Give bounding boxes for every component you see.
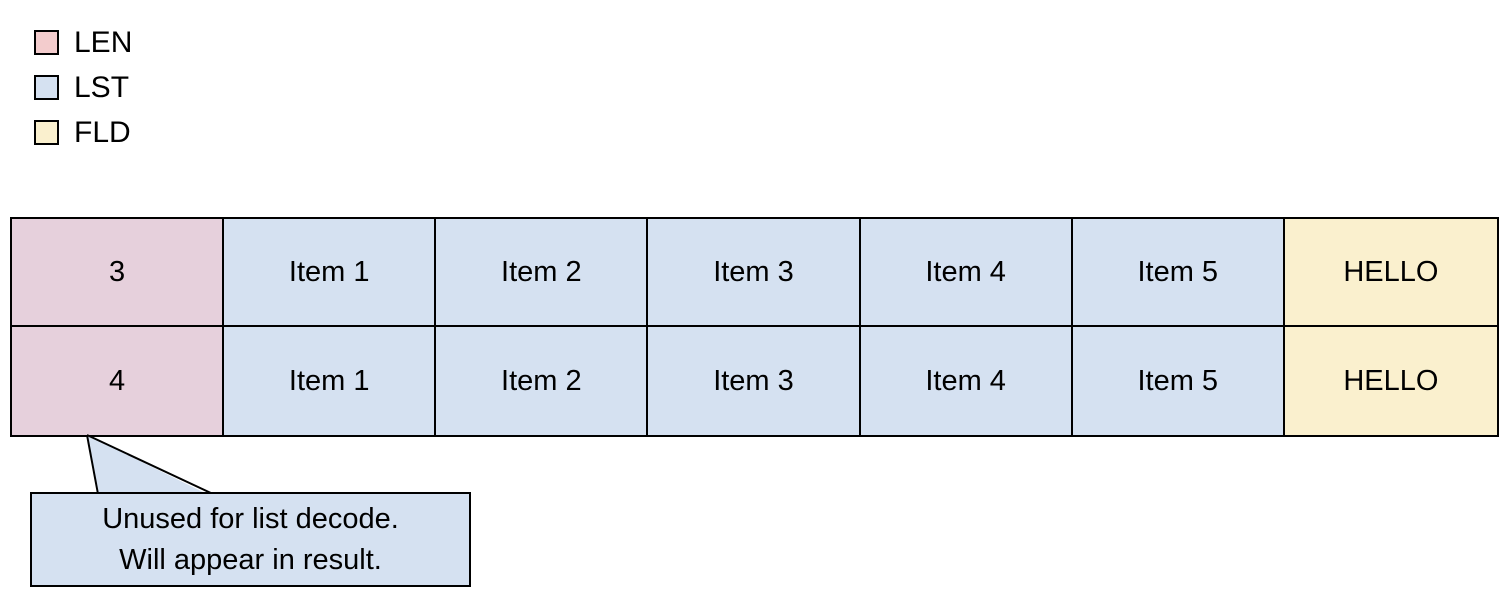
- table-cell-lst-r1c4: Item 3: [648, 219, 861, 327]
- table-cell-lst-r2c2: Item 1: [224, 327, 437, 435]
- table-cell-len-r2c1: 4: [12, 327, 225, 435]
- legend-swatch-len: [34, 30, 59, 55]
- table-cell-lst-r1c3: Item 2: [436, 219, 649, 327]
- legend-label: LST: [74, 70, 130, 104]
- legend-label: LEN: [74, 25, 133, 59]
- legend-label: FLD: [74, 115, 131, 149]
- table-cell-fld-r2c7: HELLO: [1284, 327, 1497, 435]
- table-cell-lst-r2c3: Item 2: [436, 327, 649, 435]
- table-cell-lst-r1c5: Item 4: [860, 219, 1073, 327]
- table-cell-lst-r2c6: Item 5: [1072, 327, 1285, 435]
- callout-line: Will appear in result.: [119, 543, 382, 576]
- legend-swatch-fld: [34, 120, 59, 145]
- legend-item-len: LEN: [34, 20, 132, 65]
- table-cell-len-r1c1: 3: [12, 219, 225, 327]
- table-cell-lst-r2c5: Item 4: [860, 327, 1073, 435]
- table-cell-lst-r1c2: Item 1: [224, 219, 437, 327]
- legend: LEN LST FLD: [34, 20, 132, 155]
- callout-tail: [86, 434, 214, 497]
- callout-bubble: Unused for list decode. Will appear in r…: [30, 492, 471, 587]
- table-cell-lst-r1c6: Item 5: [1072, 219, 1285, 327]
- legend-swatch-lst: [34, 75, 59, 100]
- table-cell-fld-r1c7: HELLO: [1284, 219, 1497, 327]
- table-cell-lst-r2c4: Item 3: [648, 327, 861, 435]
- callout-line: Unused for list decode.: [102, 502, 399, 535]
- legend-item-fld: FLD: [34, 110, 132, 155]
- legend-item-lst: LST: [34, 65, 132, 110]
